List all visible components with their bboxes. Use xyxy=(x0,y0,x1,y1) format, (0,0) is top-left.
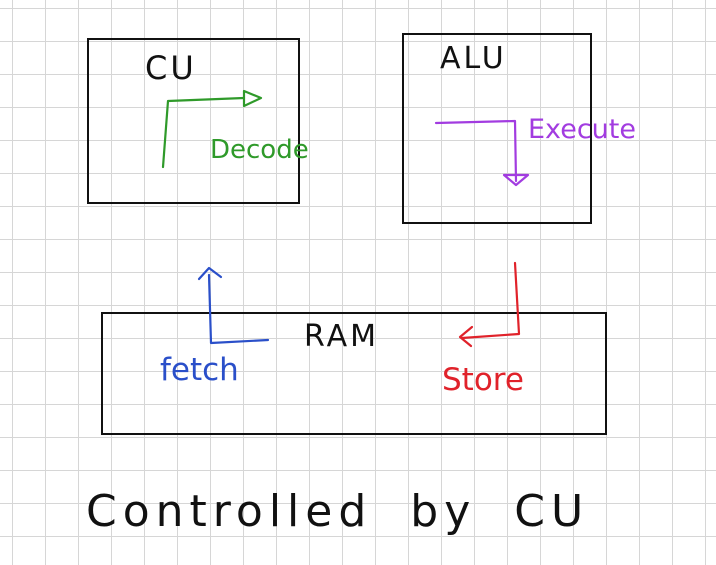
cu-box xyxy=(87,38,300,204)
alu-box xyxy=(402,33,592,224)
store-arrowhead xyxy=(458,325,474,348)
alu-label: ALU xyxy=(440,41,507,76)
execute-arrow xyxy=(434,119,518,183)
caption: Controlled by CU xyxy=(86,486,590,537)
fetch-arrow xyxy=(207,273,270,345)
decode-label: Decode xyxy=(210,135,309,165)
fetch-arrowhead xyxy=(197,266,223,281)
decode-arrow xyxy=(161,96,246,169)
fetch-label: fetch xyxy=(160,352,239,388)
ram-box xyxy=(101,312,607,435)
execute-arrowhead xyxy=(502,173,530,187)
decode-arrowhead xyxy=(242,89,263,108)
execute-label: Execute xyxy=(528,114,636,145)
store-label: Store xyxy=(442,362,524,398)
store-arrow xyxy=(460,261,521,340)
cu-label: CU xyxy=(145,49,197,87)
ram-label: RAM xyxy=(304,319,380,354)
